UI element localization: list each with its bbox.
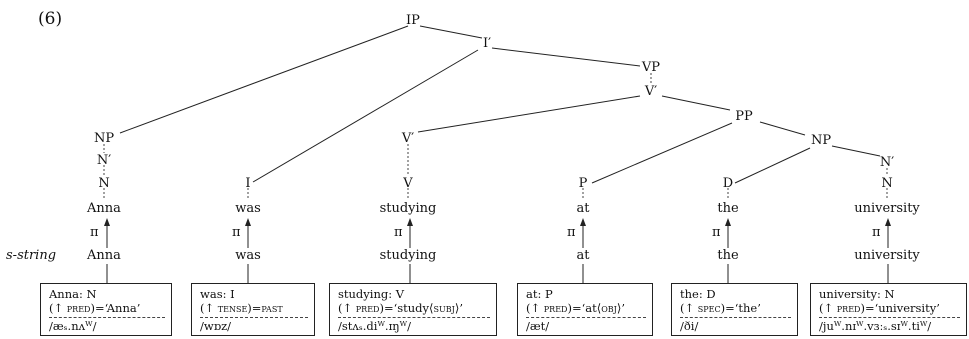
entry-phonology: /juᵂ.nɪᵂ.vɜːₛ.sɪᵂ.tiᵂ/: [819, 317, 960, 333]
entry-head: was: I: [200, 287, 235, 301]
entry-head: the: D: [680, 287, 716, 301]
node-ip: IP: [406, 13, 420, 28]
node-np-subj: NP: [94, 131, 114, 146]
arrowhead-5: [725, 218, 731, 226]
pi-label-5: π: [712, 225, 721, 240]
word-1: Anna: [86, 201, 121, 216]
entry-phonology: /ði/: [680, 317, 791, 333]
example-number: (6): [38, 9, 62, 29]
edge-ibar-i: [252, 49, 479, 183]
pi-arrows: [106, 222, 889, 248]
entry-phonology: /wɒz/: [200, 317, 308, 333]
word-4: at: [577, 201, 591, 216]
node-p: P: [579, 176, 588, 191]
pi-label-2: π: [232, 225, 241, 240]
node-n-subj: N: [98, 176, 109, 191]
s-string-label: s-string: [6, 248, 56, 263]
lexical-entry-was: was: I (↑ tense)=past /wɒz/: [191, 283, 315, 336]
edge-vbar-vbar: [417, 95, 641, 133]
node-n-obj: N: [881, 176, 892, 191]
pi-label-3: π: [394, 225, 403, 240]
entry-head: at: P: [526, 287, 553, 301]
entry-constraint: (↑ pred)=‘Anna’: [49, 301, 141, 315]
edge-ip-np: [119, 25, 409, 134]
lexical-entry-at: at: P (↑ pred)=‘at⟨obj⟩’ /æt/: [517, 283, 653, 336]
edge-np-d: [734, 147, 811, 184]
edge-np-nbar: [831, 145, 881, 157]
pi-label-1: π: [90, 225, 99, 240]
node-vbar: V′: [644, 84, 657, 99]
node-v: V: [402, 176, 413, 191]
arrowhead-2: [245, 218, 251, 226]
entry-phonology: /stʌₛ.diᵂ.ɪŋᵂ/: [338, 317, 490, 333]
entry-constraint: (↑ pred)=‘study⟨subj⟩’: [338, 301, 463, 315]
entry-head: studying: V: [338, 287, 405, 301]
pi-label-4: π: [567, 225, 576, 240]
entry-head: Anna: N: [49, 287, 97, 301]
node-ibar: I′: [483, 36, 491, 51]
s-string-word-3: studying: [380, 248, 437, 263]
node-i: I: [245, 176, 250, 191]
word-5: the: [717, 201, 739, 216]
entry-constraint: (↑ spec)=‘the’: [680, 301, 761, 315]
s-string-word-1: Anna: [86, 248, 121, 263]
tree-branches: [106, 25, 889, 284]
entry-constraint: (↑ pred)=‘at⟨obj⟩’: [526, 301, 626, 315]
s-string-word-5: the: [717, 248, 739, 263]
node-nbar-subj: N′: [97, 153, 111, 168]
arrowhead-3: [407, 218, 413, 226]
arrowhead-4: [580, 218, 586, 226]
node-pp: PP: [735, 109, 753, 124]
node-nbar-obj: N′: [880, 155, 894, 170]
word-2: was: [235, 201, 261, 216]
entry-phonology: /æt/: [526, 317, 646, 333]
node-vp: VP: [641, 60, 660, 75]
node-np-obj: NP: [811, 133, 831, 148]
word-3: studying: [380, 201, 437, 216]
s-string-word-2: was: [235, 248, 261, 263]
node-vbar-lower: V′: [401, 131, 414, 146]
pi-arrowheads: [104, 218, 891, 226]
word-6: university: [854, 201, 920, 216]
entry-constraint: (↑ tense)=past: [200, 301, 283, 315]
edge-vbar-pp: [661, 95, 731, 111]
edge-ibar-vp: [491, 47, 641, 67]
arrowhead-6: [885, 218, 891, 226]
lexical-entry-studying: studying: V (↑ pred)=‘study⟨subj⟩’ /stʌₛ…: [329, 283, 497, 336]
entry-phonology: /æₛ.nʌᵂ/: [49, 317, 165, 333]
arrowhead-1: [104, 218, 110, 226]
dashed-projections: [103, 73, 888, 199]
edge-pp-p: [591, 122, 733, 184]
edge-ip-ibar: [419, 25, 483, 39]
entry-constraint: (↑ pred)=‘university’: [819, 301, 940, 315]
s-string-word-6: university: [854, 248, 920, 263]
lexical-entry-the: the: D (↑ spec)=‘the’ /ði/: [671, 283, 798, 336]
lexical-entry-anna: Anna: N (↑ pred)=‘Anna’ /æₛ.nʌᵂ/: [40, 283, 172, 336]
node-d: D: [723, 176, 733, 191]
s-string-word-4: at: [577, 248, 591, 263]
pi-label-6: π: [872, 225, 881, 240]
lexical-entry-university: university: N (↑ pred)=‘university’ /juᵂ…: [810, 283, 967, 336]
entry-head: university: N: [819, 287, 895, 301]
edge-pp-np: [759, 121, 806, 136]
